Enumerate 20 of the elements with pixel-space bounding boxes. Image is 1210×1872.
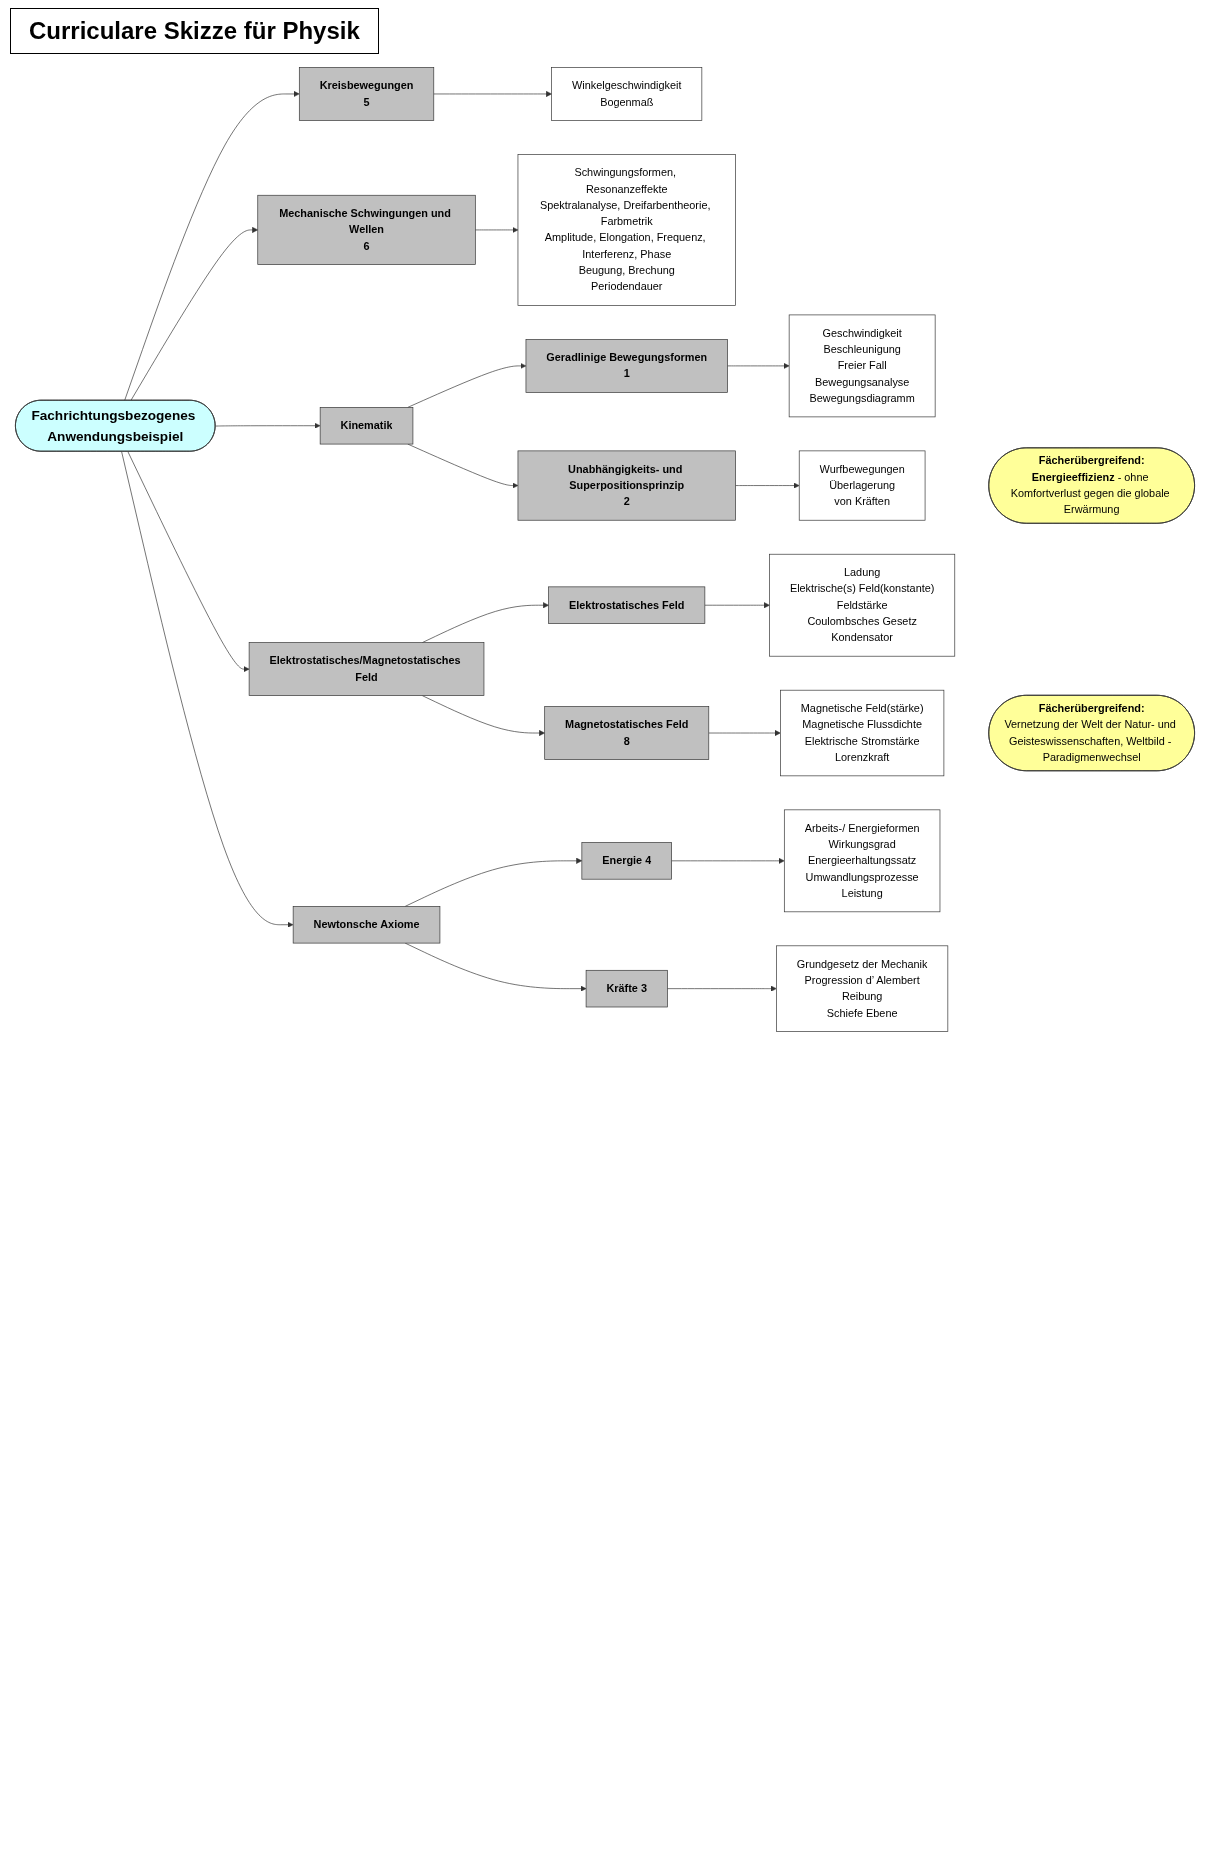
title: Curriculare Skizze für Physik (10, 8, 379, 54)
node-box: Kreisbewegungen 5 (298, 67, 435, 121)
node-box: Newtonsche Axiome (292, 906, 441, 944)
node-box: Arbeits-/ Energieformen Wirkungsgrad Energieerhaltungssatz Umwandlungsprozesse Leistung (783, 809, 941, 913)
node-box: Ladung Elektrische(s) Feld(konstante) Feldstärke Coulombsches Gesetz Kondensator (769, 553, 956, 657)
node-box: Elektrostatisches Feld (548, 586, 706, 624)
node-box: Wurfbewegungen Überlagerung von Kräften (798, 450, 926, 521)
node-box: Kräfte 3 (585, 969, 668, 1008)
node-box: Energie 4 (581, 842, 672, 880)
node-box: Geschwindigkeit Beschleunigung Freier Fall Bewegungsanalyse Bewegungsdiagramm (788, 314, 936, 418)
node-box: Unabhängigkeits- und Superpositionsprinzip 2 (517, 450, 736, 521)
node-box: Grundgesetz der Mechanik Progression d’ Alembert Reibung Schiefe Ebene (776, 945, 949, 1032)
node-box: Mechanische Schwingungen und Wellen 6 (257, 194, 476, 265)
node-box: Geradlinige Bewegungsformen 1 (525, 339, 728, 393)
node-box: Magnetische Feld(stärke) Magnetische Flussdichte Elektrische Stromstärke Lorenzkraft (780, 689, 945, 777)
node-box: Kinematik (319, 407, 414, 445)
node-box: Elektrostatisches/Magnetostatisches Feld (248, 642, 485, 696)
node-box: Winkelgeschwindigkeit Bogenmaß (551, 67, 703, 121)
node-box: Schwingungsformen, Resonanzeffekte Spektralanalyse, Dreifarbentheorie, Farbmetrik Amplitude, Elongation, Frequenz, Interferenz, Phase Beugung, Brechung Periodendauer (517, 154, 736, 306)
node-box: Magnetostatisches Feld 8 (544, 706, 710, 760)
